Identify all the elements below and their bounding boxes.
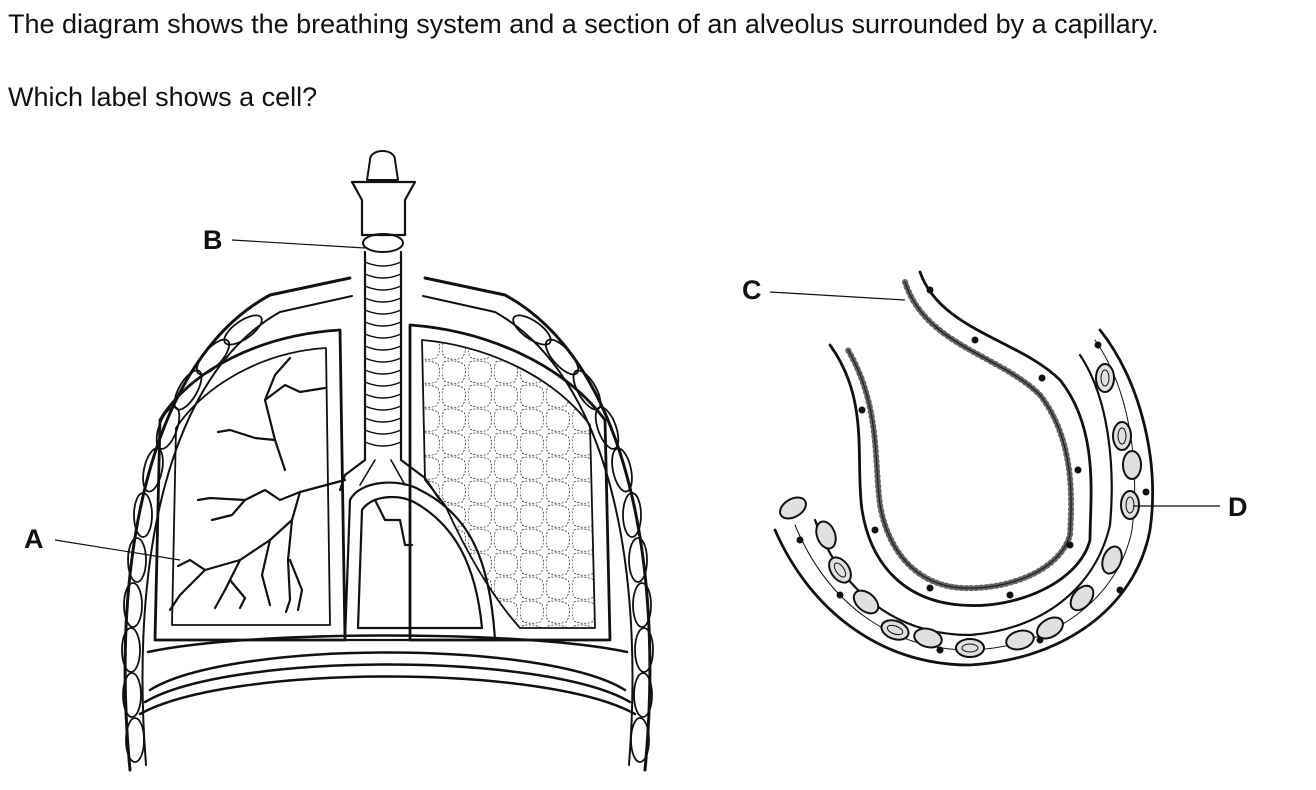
- leader-line-a: [54, 539, 181, 561]
- label-c: C: [742, 275, 762, 305]
- mediastinum: [343, 481, 497, 642]
- red-blood-cells: [779, 363, 1142, 658]
- leader-line-b: [231, 239, 366, 249]
- label-d: D: [1228, 492, 1248, 522]
- leader-lines: [54, 239, 1220, 561]
- alveolus-wall: [828, 270, 1093, 607]
- label-a: A: [24, 524, 44, 554]
- label-b: B: [203, 225, 223, 255]
- question-intro: The diagram shows the breathing system a…: [8, 9, 1159, 39]
- breathing-system-diagram: [121, 150, 654, 772]
- trachea: [338, 150, 442, 502]
- right-lung: [408, 323, 612, 642]
- wall-nuclei: [796, 286, 1150, 654]
- alveolus-lining: [847, 281, 1072, 589]
- alveolus-section-diagram: [773, 270, 1154, 667]
- diaphragm: [138, 634, 637, 716]
- rib-cage: [121, 276, 654, 772]
- leader-line-c: [769, 291, 906, 301]
- question-prompt: Which label shows a cell?: [8, 82, 318, 112]
- left-lung: [153, 328, 347, 642]
